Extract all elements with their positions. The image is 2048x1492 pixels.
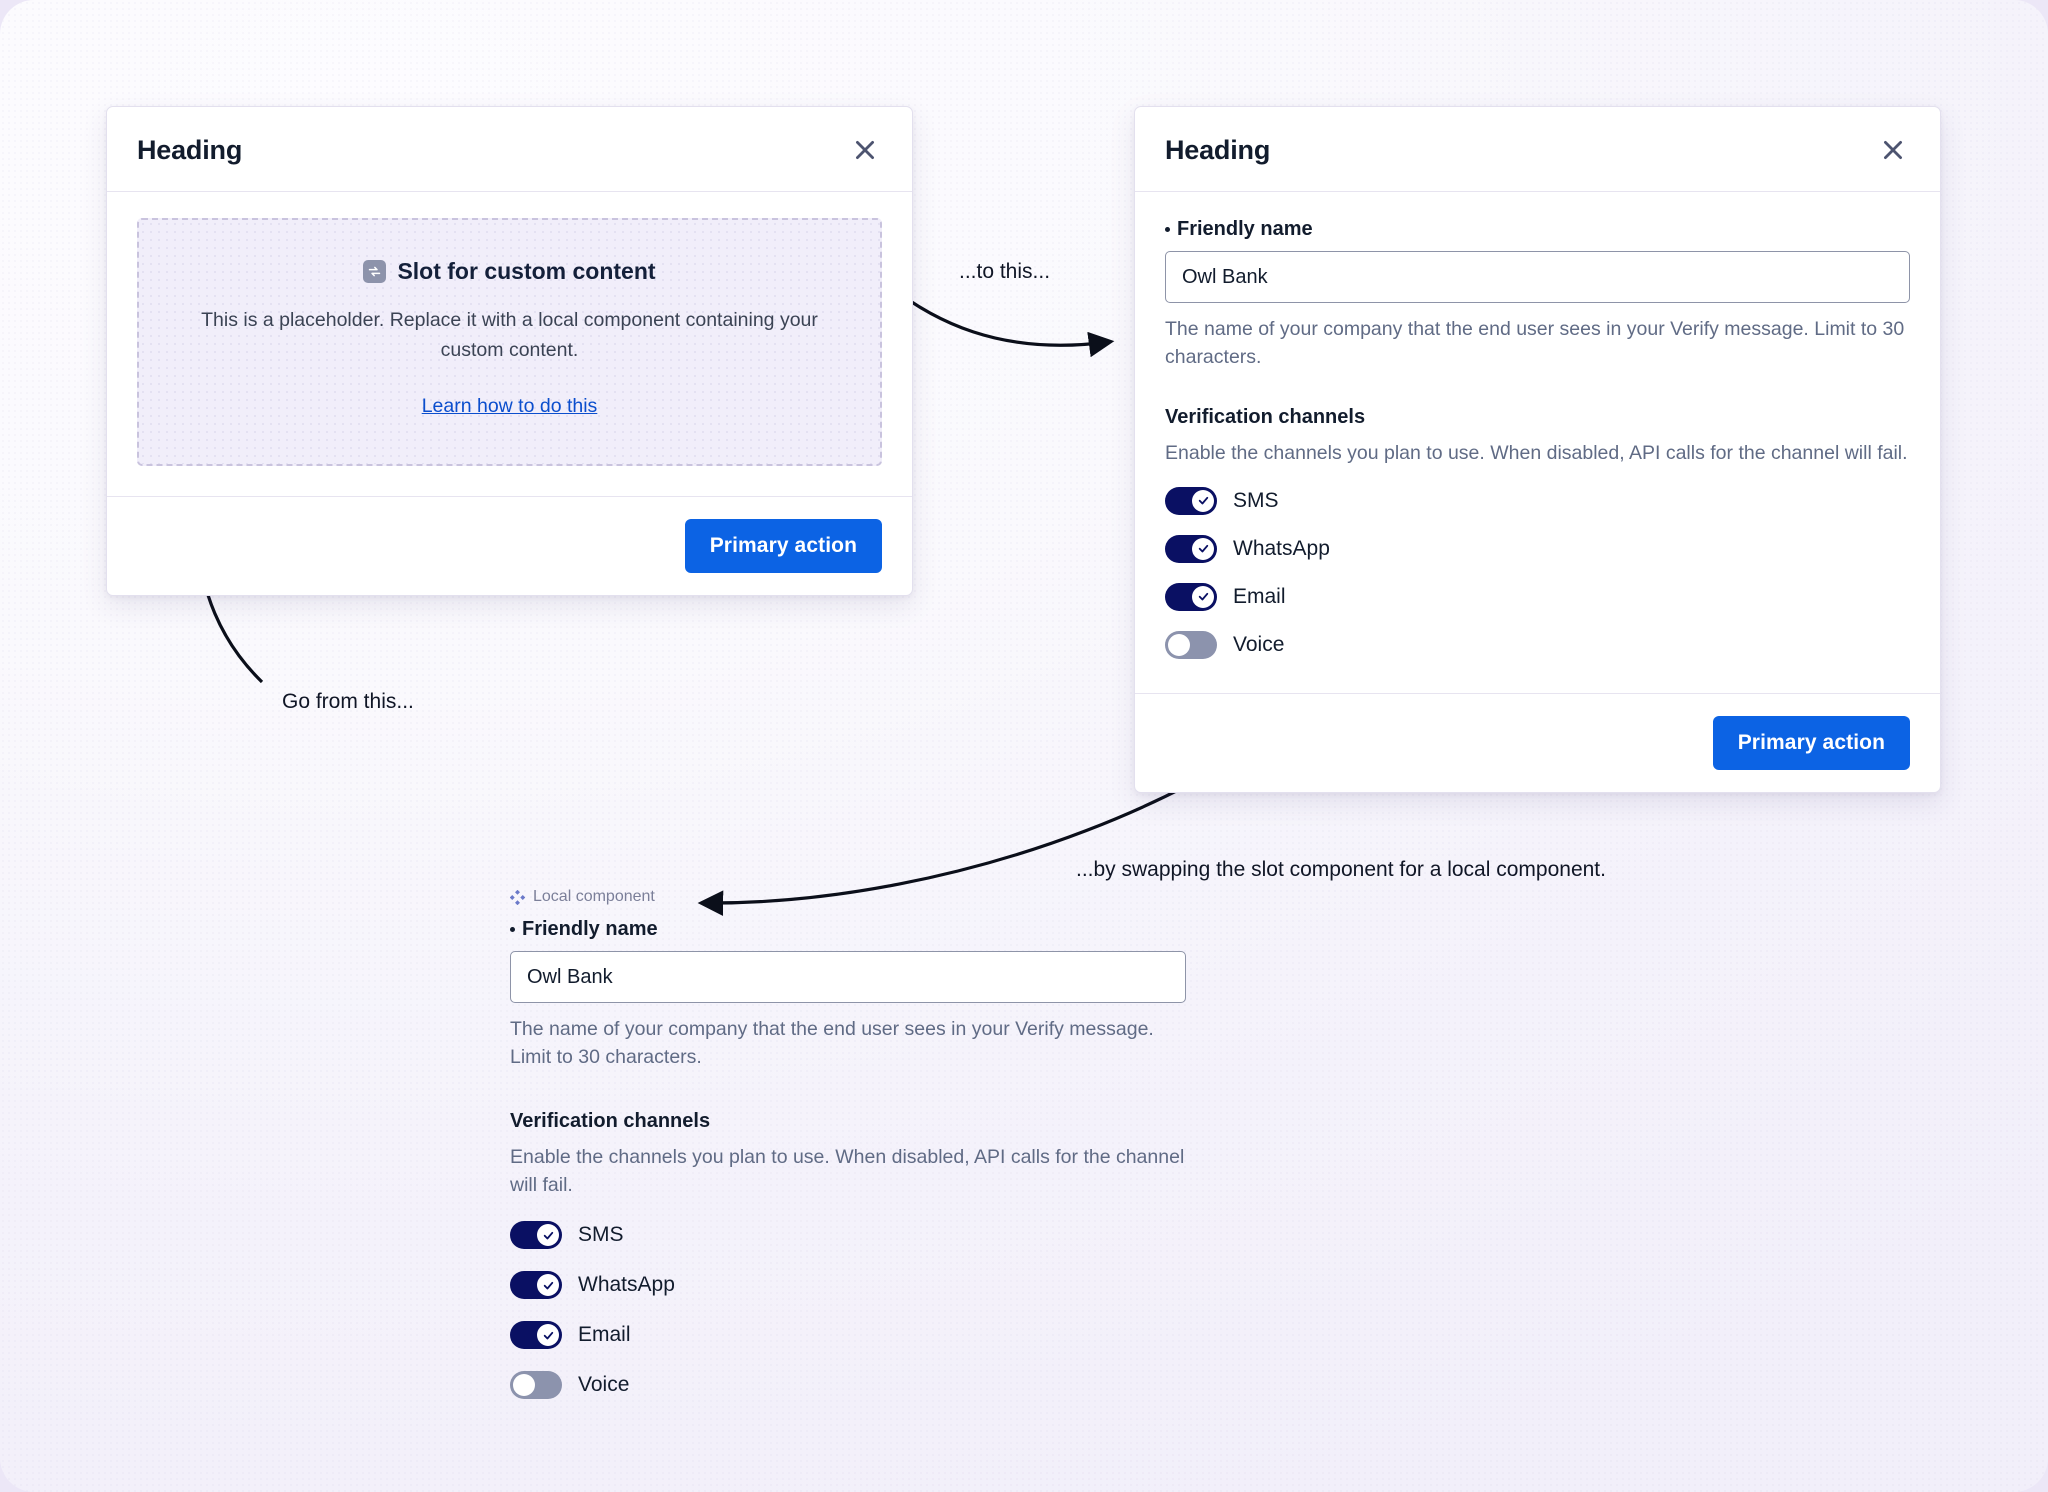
friendly-name-label: Friendly name bbox=[522, 918, 658, 940]
check-icon bbox=[543, 1231, 553, 1239]
toggle-knob bbox=[1192, 585, 1214, 608]
check-icon bbox=[1198, 545, 1208, 553]
dialog-after-body: Friendly name The name of your company t… bbox=[1135, 192, 1940, 693]
toggle-whatsapp[interactable] bbox=[510, 1271, 562, 1300]
local-component-tag: Local component bbox=[510, 888, 1186, 906]
dialog-before-header: Heading bbox=[107, 107, 912, 192]
check-icon bbox=[1198, 593, 1208, 601]
swap-component-icon-glyph bbox=[369, 266, 381, 277]
swap-component-icon bbox=[363, 260, 387, 283]
toggle-knob bbox=[1192, 489, 1214, 512]
verification-channels-title: Verification channels bbox=[510, 1109, 711, 1132]
toggle-knob bbox=[537, 1224, 559, 1247]
toggle-label: Voice bbox=[578, 1373, 630, 1397]
check-icon bbox=[543, 1281, 553, 1289]
list-item[interactable]: Email bbox=[510, 1321, 1186, 1350]
friendly-name-label-row: Friendly name bbox=[510, 918, 1186, 941]
verification-channels-list: SMS WhatsApp bbox=[510, 1221, 1186, 1400]
annotation-to-this: ...to this... bbox=[959, 260, 1051, 283]
toggle-whatsapp[interactable] bbox=[1165, 534, 1217, 563]
friendly-name-input[interactable] bbox=[510, 951, 1186, 1003]
dialog-after-footer: Primary action bbox=[1135, 692, 1940, 792]
toggle-label: SMS bbox=[578, 1223, 624, 1247]
verification-channels-list: SMS WhatsApp bbox=[1165, 486, 1910, 659]
list-item[interactable]: SMS bbox=[1165, 486, 1910, 515]
toggle-sms[interactable] bbox=[1165, 486, 1217, 515]
toggle-sms[interactable] bbox=[510, 1221, 562, 1250]
verification-channels-title: Verification channels bbox=[1165, 405, 1366, 428]
slot-title: Slot for custom content bbox=[397, 258, 656, 284]
required-indicator-icon bbox=[1165, 227, 1170, 232]
close-icon[interactable] bbox=[1876, 133, 1910, 167]
list-item[interactable]: Voice bbox=[510, 1371, 1186, 1400]
toggle-voice[interactable] bbox=[510, 1371, 562, 1400]
friendly-name-input[interactable] bbox=[1165, 251, 1910, 303]
toggle-knob bbox=[537, 1324, 559, 1347]
friendly-name-label: Friendly name bbox=[1177, 218, 1313, 240]
dialog-before-footer: Primary action bbox=[107, 496, 912, 595]
verification-channels-help: Enable the channels you plan to use. Whe… bbox=[1165, 441, 1908, 464]
learn-how-link[interactable]: Learn how to do this bbox=[421, 395, 598, 418]
dialog-after: Heading Friendly name The name of your c… bbox=[1134, 106, 1941, 793]
primary-action-button[interactable]: Primary action bbox=[684, 519, 882, 574]
toggle-email[interactable] bbox=[510, 1321, 562, 1350]
dialog-after-header: Heading bbox=[1135, 107, 1940, 192]
close-icon-glyph bbox=[1884, 141, 1902, 159]
page-title: Heading bbox=[1165, 134, 1271, 165]
close-icon[interactable] bbox=[848, 133, 882, 167]
slot-body-text: This is a placeholder. Replace it with a… bbox=[201, 309, 818, 362]
list-item[interactable]: SMS bbox=[510, 1221, 1186, 1250]
toggle-knob bbox=[537, 1274, 559, 1297]
toggle-label: WhatsApp bbox=[1233, 536, 1330, 560]
annotation-by-swapping: ...by swapping the slot component for a … bbox=[1076, 858, 1606, 881]
dialog-before: Heading Slot for custom content This is bbox=[106, 106, 913, 597]
slot-title-row: Slot for custom content bbox=[173, 258, 846, 285]
list-item[interactable]: WhatsApp bbox=[1165, 534, 1910, 563]
local-component-tag-label: Local component bbox=[533, 888, 655, 905]
local-component: Local component Friendly name The name o… bbox=[510, 888, 1186, 1400]
check-icon bbox=[1198, 497, 1208, 505]
list-item[interactable]: Voice bbox=[1165, 630, 1910, 659]
toggle-email[interactable] bbox=[1165, 582, 1217, 611]
component-instance-icon-glyph bbox=[510, 889, 525, 905]
friendly-name-help: The name of your company that the end us… bbox=[510, 1018, 1154, 1069]
toggle-knob bbox=[1192, 537, 1214, 560]
toggle-label: Email bbox=[578, 1323, 631, 1347]
page-title: Heading bbox=[137, 134, 243, 165]
toggle-voice[interactable] bbox=[1165, 630, 1217, 659]
list-item[interactable]: WhatsApp bbox=[510, 1271, 1186, 1300]
close-icon-glyph bbox=[856, 141, 874, 159]
toggle-label: WhatsApp bbox=[578, 1273, 675, 1297]
toggle-label: Voice bbox=[1233, 632, 1285, 656]
component-instance-icon bbox=[510, 889, 525, 905]
verification-channels-help: Enable the channels you plan to use. Whe… bbox=[510, 1145, 1185, 1196]
annotation-go-from-this: Go from this... bbox=[282, 690, 414, 713]
toggle-knob bbox=[513, 1374, 535, 1397]
check-icon bbox=[543, 1331, 553, 1339]
toggle-knob bbox=[1168, 633, 1190, 656]
primary-action-button[interactable]: Primary action bbox=[1712, 715, 1910, 770]
friendly-name-help: The name of your company that the end us… bbox=[1165, 318, 1905, 369]
toggle-label: Email bbox=[1233, 584, 1286, 608]
dialog-before-body: Slot for custom content This is a placeh… bbox=[107, 192, 912, 496]
friendly-name-label-row: Friendly name bbox=[1165, 218, 1910, 241]
slot-placeholder[interactable]: Slot for custom content This is a placeh… bbox=[137, 218, 882, 467]
toggle-label: SMS bbox=[1233, 488, 1279, 512]
list-item[interactable]: Email bbox=[1165, 582, 1910, 611]
required-indicator-icon bbox=[510, 927, 515, 932]
